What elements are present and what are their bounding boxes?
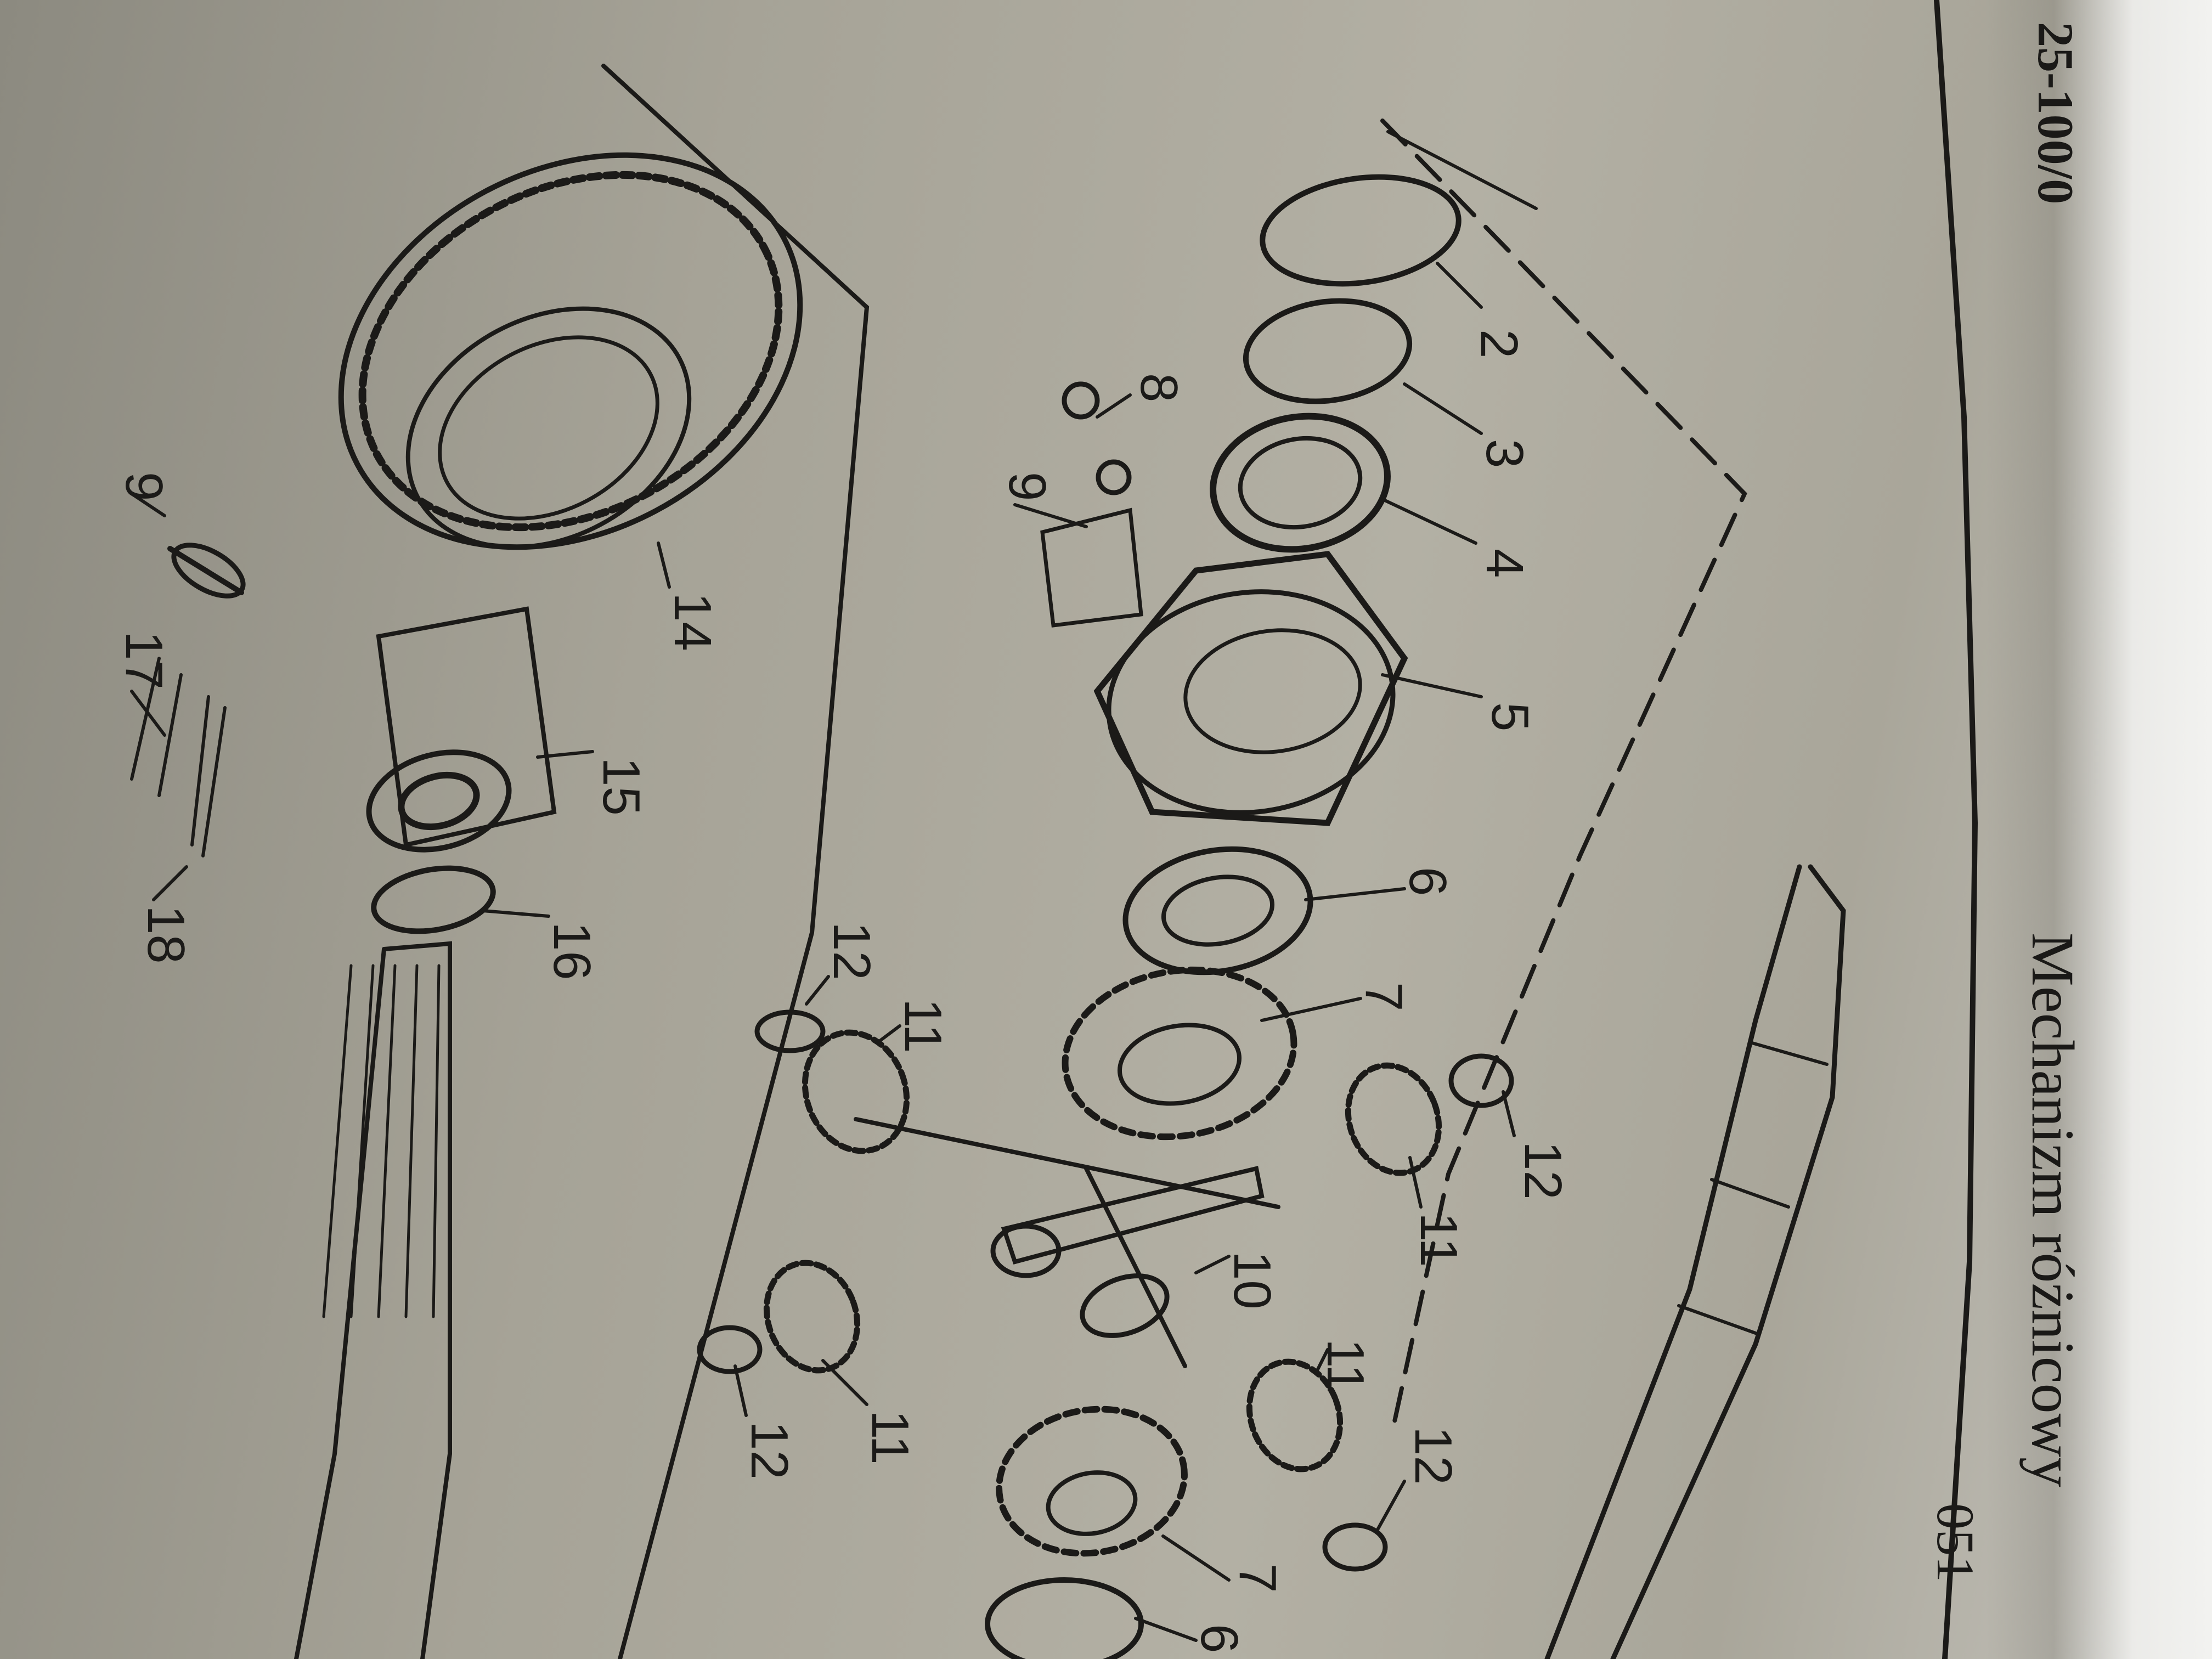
left-axle-shaft bbox=[294, 941, 452, 1659]
callout-11-c: 11 bbox=[861, 1410, 919, 1465]
callout-8: 8 bbox=[1130, 373, 1188, 402]
callout-4: 4 bbox=[1475, 549, 1534, 578]
callout-12-a: 12 bbox=[822, 922, 881, 980]
leader-lines bbox=[130, 262, 1516, 1642]
callout-3: 3 bbox=[1475, 439, 1534, 468]
thrust-washer-6-upper bbox=[1122, 846, 1313, 975]
thrust-washer-6-lower bbox=[985, 1577, 1144, 1659]
pinion-washers bbox=[697, 1009, 1514, 1572]
callout-6-lower: 6 bbox=[1190, 1624, 1249, 1653]
section-outline-right bbox=[1380, 119, 1747, 1429]
callout-9-left: 9 bbox=[115, 472, 173, 501]
callout-17: 17 bbox=[115, 631, 173, 690]
page-edge-shadow bbox=[1986, 0, 2212, 1659]
callout-18: 18 bbox=[137, 905, 195, 964]
adjusting-nut bbox=[1210, 413, 1391, 553]
section-top-line bbox=[1386, 130, 1538, 210]
page-border-line bbox=[1934, 0, 1978, 1659]
snap-ring-3 bbox=[1243, 298, 1413, 404]
hub-sleeve bbox=[366, 606, 557, 853]
callout-7-lower: 7 bbox=[1228, 1564, 1287, 1593]
callout-12-b: 12 bbox=[1514, 1141, 1572, 1200]
pinion-gears bbox=[763, 1029, 1442, 1472]
right-axle-shaft bbox=[1544, 864, 1846, 1659]
callout-9-right: 9 bbox=[998, 472, 1057, 501]
bolts-and-lockplate-left bbox=[130, 543, 246, 857]
spider-cross bbox=[854, 1117, 1280, 1368]
callout-14: 14 bbox=[663, 592, 722, 651]
ring-gear bbox=[338, 152, 803, 550]
callout-6-upper: 6 bbox=[1398, 867, 1457, 896]
callout-15: 15 bbox=[592, 757, 651, 816]
snap-ring-2 bbox=[1260, 174, 1462, 287]
callout-11-a: 11 bbox=[894, 998, 952, 1053]
differential-housing bbox=[1093, 551, 1408, 826]
callout-5: 5 bbox=[1481, 702, 1539, 731]
callout-12-c: 12 bbox=[740, 1421, 799, 1480]
callout-12-d: 12 bbox=[1404, 1426, 1463, 1485]
circlip-ring bbox=[371, 865, 496, 934]
callout-2: 2 bbox=[1470, 329, 1528, 358]
callout-11-d: 11 bbox=[1316, 1339, 1375, 1393]
side-gear-upper bbox=[1062, 966, 1297, 1141]
bolts-and-lockplate-right bbox=[1040, 381, 1143, 628]
callout-10: 10 bbox=[1223, 1251, 1282, 1310]
callout-7-upper: 7 bbox=[1355, 982, 1413, 1011]
callout-11-b: 11 bbox=[1409, 1212, 1468, 1267]
callout-16: 16 bbox=[543, 922, 601, 980]
section-outline-left bbox=[601, 64, 870, 1659]
side-gear-lower bbox=[996, 1406, 1188, 1557]
